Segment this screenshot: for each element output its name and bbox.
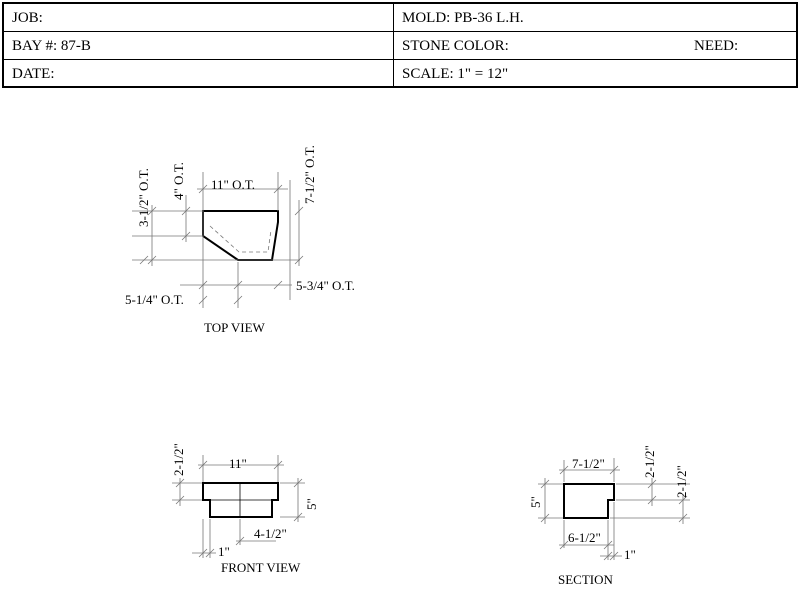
front-view-1-label: 1" <box>218 544 230 559</box>
top-view-3-5-label: 3-1/2" O.T. <box>136 168 151 227</box>
title-block-divider <box>393 4 394 86</box>
front-view-caption: FRONT VIEW <box>221 560 301 575</box>
section-outline <box>563 483 615 519</box>
bay-field: BAY #: 87-B <box>12 38 91 54</box>
front-view-width-label: 11" <box>229 456 247 471</box>
top-view-ticks <box>139 184 304 305</box>
job-field: JOB: <box>12 10 43 26</box>
section-7-5-label: 7-1/2" <box>572 456 605 471</box>
top-view-5-75-label: 5-3/4" O.T. <box>296 278 355 293</box>
top-view-outline <box>202 210 279 261</box>
mold-field: MOLD: PB-36 L.H. <box>402 10 524 26</box>
top-view-caption: TOP VIEW <box>204 320 266 335</box>
title-block-row-line-1 <box>4 31 796 32</box>
need-field: NEED: <box>694 38 739 54</box>
top-view-5-25-label: 5-1/4" O.T. <box>125 292 184 307</box>
top-view-7-5-label: 7-1/2" O.T. <box>302 145 317 204</box>
front-view-5-label: 5" <box>304 498 319 510</box>
front-view: 11" 2-1/2" 5" 4-1/2" 1" FRONT VIEW <box>171 443 319 575</box>
section-5-label: 5" <box>528 496 543 508</box>
section-ticks <box>540 465 688 561</box>
front-view-4-5-label: 4-1/2" <box>254 526 287 541</box>
section-caption: SECTION <box>558 572 614 587</box>
date-field: DATE: <box>12 66 55 82</box>
front-view-ticks <box>175 460 303 558</box>
front-view-outline <box>202 482 279 518</box>
section-6-5-label: 6-1/2" <box>568 530 601 545</box>
title-block: JOB: BAY #: 87-B DATE: MOLD: PB-36 L.H. … <box>2 2 798 88</box>
scale-field: SCALE: 1" = 12" <box>402 66 509 82</box>
section-view: 7-1/2" 2-1/2" 2-1/2" 5" 6-1/2" 1" SECTIO… <box>528 445 690 587</box>
section-2-5-b-label: 2-1/2" <box>674 465 689 498</box>
top-view-hidden-line <box>209 225 272 253</box>
stone-color-field: STONE COLOR: <box>402 38 509 54</box>
section-2-5-a-label: 2-1/2" <box>642 445 657 478</box>
top-view: 11" O.T. 4" O.T. 3-1/2" O.T. 7-1/2" O.T.… <box>125 145 355 335</box>
front-view-2-5-label: 2-1/2" <box>171 443 186 476</box>
top-view-4-label: 4" O.T. <box>171 162 186 200</box>
title-block-row-line-2 <box>4 59 796 60</box>
section-1-label: 1" <box>624 547 636 562</box>
top-view-width-label: 11" O.T. <box>211 177 255 192</box>
